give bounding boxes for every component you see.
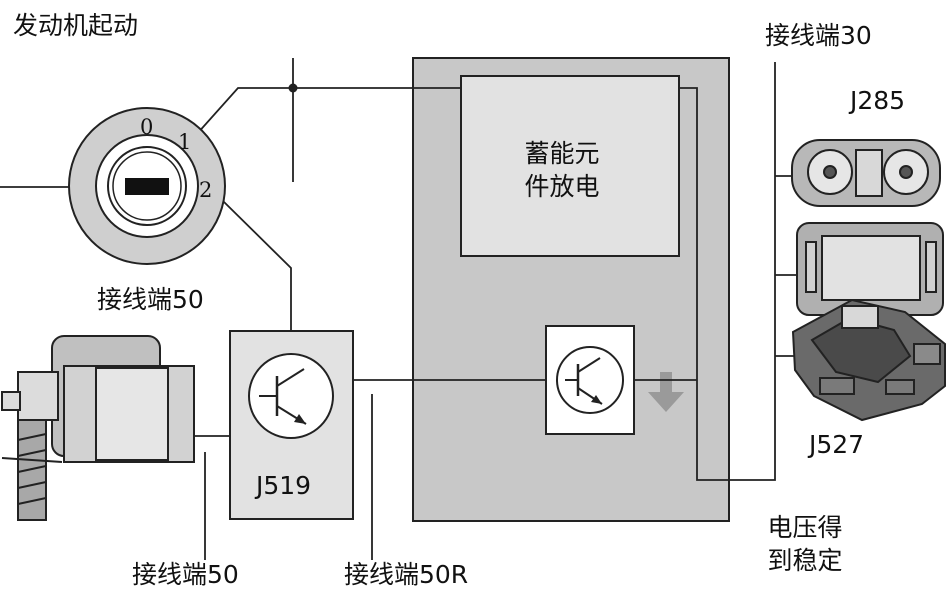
j527-label: J527 xyxy=(809,430,865,459)
inner-transistor-symbol xyxy=(556,346,624,414)
j285-label: J285 xyxy=(850,86,906,115)
storage-discharge-box xyxy=(460,75,680,257)
j519-label: J519 xyxy=(256,471,312,500)
junction-dot xyxy=(288,83,298,93)
voltage-stabilized-label: 电压得 到稳定 xyxy=(767,513,843,575)
steering-column-module-icon xyxy=(791,298,946,422)
starter-motor-icon xyxy=(1,335,195,521)
storage-discharge-label: 蓄能元 件放电 xyxy=(524,139,600,201)
j519-transistor-symbol xyxy=(248,353,334,439)
instrument-cluster-icon xyxy=(791,139,941,207)
terminal-50r-label: 接线端50R xyxy=(344,560,469,589)
wiring xyxy=(0,58,797,560)
switch-position-1: 1 xyxy=(178,130,192,154)
infotainment-unit-icon xyxy=(796,222,944,316)
switch-position-2: 2 xyxy=(199,178,213,202)
diagram-title: 发动机起动 xyxy=(13,11,139,40)
key-switch-terminal-label: 接线端50 xyxy=(97,285,204,314)
ignition-switch-icon xyxy=(68,107,226,265)
switch-position-0: 0 xyxy=(140,115,154,139)
terminal-50-starter-label: 接线端50 xyxy=(132,560,239,589)
terminal-30-label: 接线端30 xyxy=(765,21,872,50)
voltage-arrow-icon xyxy=(648,372,684,412)
